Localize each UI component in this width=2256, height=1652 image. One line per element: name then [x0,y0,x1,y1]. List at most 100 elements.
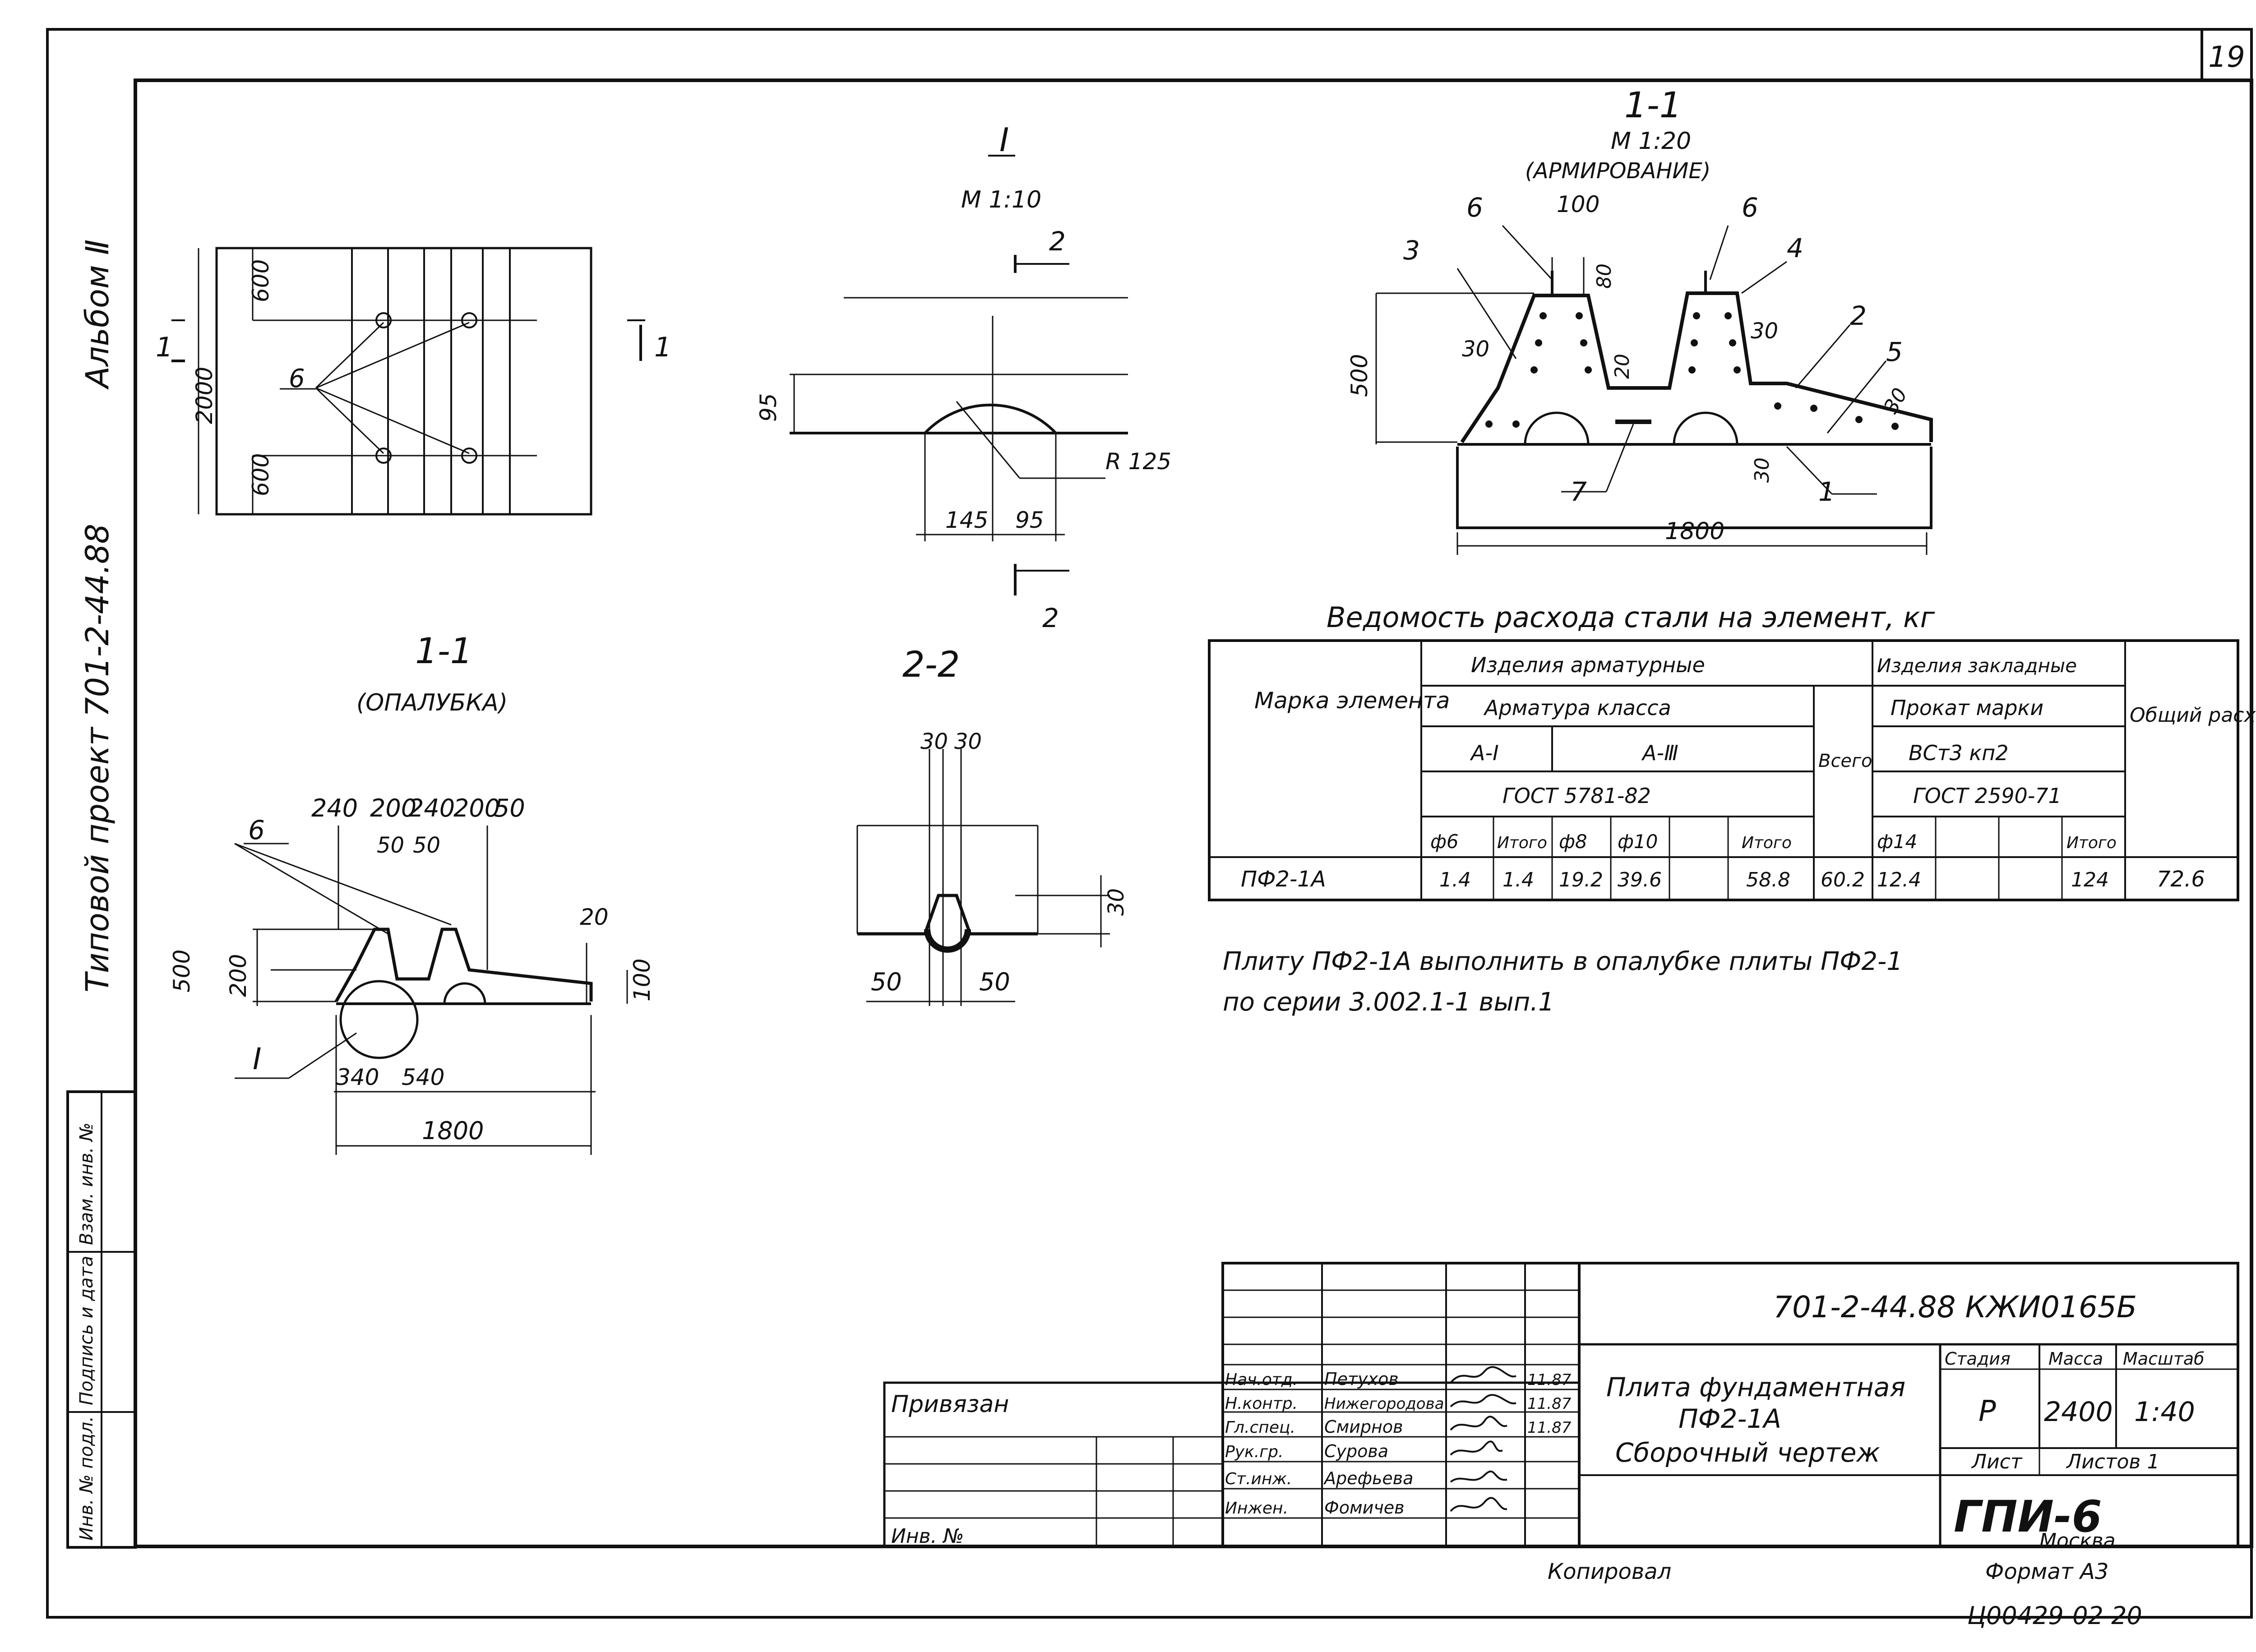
th-a3: А-Ⅲ [1641,741,1678,765]
form-dim-340: 340 [336,1064,379,1090]
reinf-dim-30b: 30 [1462,337,1489,362]
th-total: Общий расход [2130,704,2256,727]
left-stamp: Инв. № подл. Подпись и дата Взам. инв. № [66,1090,137,1549]
album-label: Альбом Ⅱ [79,240,116,390]
tb-date-3: 11.87 [1527,1419,1572,1437]
plan-leader: 6 [289,364,305,393]
reinf-leader-5: 5 [1886,337,1903,367]
detail1-radius: R 125 [1105,448,1171,475]
td-f14: 12.4 [1877,868,1921,891]
th-prokat: Прокат марки [1891,696,2043,720]
reinf-leader-1: 1 [1818,476,1835,507]
form-dim-200: 200 [225,954,251,997]
tb-role-1: Нач.отд. [1225,1371,1298,1389]
td-f10: 39.6 [1618,868,1662,891]
th-armatura: Изделия арматурные [1471,653,1705,677]
detail1-scale: М 1:10 [961,186,1041,213]
reinf-leader-6a: 6 [1466,192,1483,223]
section-2-2: 2-2 30 30 30 50 50 [856,645,1129,1006]
form-callout-I: I [253,1042,261,1076]
form-dim-200b: 200 [453,794,500,822]
tb-mass: 2400 [2044,1396,2113,1428]
th-gost1: ГОСТ 5781-82 [1502,784,1651,808]
reinf-dim-500: 500 [1346,354,1373,397]
tb-scale-h: Масштаб [2123,1349,2205,1369]
td-itogo2: 58.8 [1746,868,1790,891]
plan-cut-right: 1 [654,332,671,363]
tb-stage-h: Стадия [1945,1349,2011,1369]
s22-dim-50b: 50 [979,968,1010,996]
detail1-dim-95v: 95 [755,393,781,422]
tb-date-1: 11.87 [1527,1371,1572,1389]
tb-name-p6: Фомичев [1324,1498,1405,1518]
stamp-cell-1: Инв. № подл. [76,1416,97,1541]
reinf-dim-100: 100 [1557,191,1600,217]
footer-id: Ц00429-02 20 [1967,1601,2142,1630]
reinf-title: 1-1 [1624,85,1682,126]
th-zaklad: Изделия закладные [1877,655,2077,677]
form-dim-540: 540 [402,1064,444,1090]
footer-copied: Копировал [1548,1559,1671,1584]
td-f6: 1.4 [1439,868,1471,891]
plan-dim-1: 600 [248,259,274,302]
th-col-1: ф6 [1430,831,1459,853]
reinf-dim-30d: 30 [1751,457,1774,483]
tb-date-2: 11.87 [1527,1395,1572,1413]
form-leader-6: 6 [248,815,265,845]
reinf-dim-80: 80 [1593,263,1616,289]
tb-scale: 1:40 [2134,1396,2195,1428]
table-title: Ведомость расхода стали на элемент, кг [1327,601,1935,634]
td-mark: ПФ2-1А [1241,867,1326,892]
note-line-2: по серии 3.002.1-1 вып.1 [1223,988,1554,1017]
s22-title: 2-2 [902,645,960,685]
tb-role-2: Н.контр. [1225,1394,1298,1413]
tb-name-p3: Смирнов [1324,1417,1403,1437]
title-block: 701-2-44.88 КЖИ0165Б Плита фундаментная … [883,1262,2239,1552]
td-itogo3: 124 [2071,868,2109,891]
form-dim-1800: 1800 [422,1117,484,1145]
th-col-7: ф14 [1877,831,1917,853]
section-formwork: 1-1 (ОПАЛУБКА) 240 200 240 200 50 50 50 … [169,631,655,1155]
signatures [1450,1366,1516,1512]
form-dim-50: 50 [494,794,525,822]
tb-sheet: Лист [1971,1450,2023,1473]
tb-sheets: Листов 1 [2066,1450,2159,1473]
th-mark: Марка элемента [1254,688,1450,714]
stamp-cell-2: Подпись и дата [76,1256,97,1405]
detail1-dim-95: 95 [1015,507,1044,533]
th-col-6: Итого [1742,834,1792,852]
th-st: ВСт3 кп2 [1909,741,2009,765]
tb-name-p5: Арефьева [1323,1468,1413,1488]
reinf-scale: М 1:20 [1611,128,1691,155]
td-total: 72.6 [2157,867,2205,892]
detail1-dim-145: 145 [945,507,988,533]
detail1-cut-bottom: 2 [1042,603,1059,633]
reinf-dim-1800: 1800 [1665,518,1724,545]
detail1-cut-top: 2 [1049,226,1066,257]
stamp-cell-3: Взам. инв. № [76,1122,97,1245]
sheet-number: 19 [2208,41,2245,74]
tb-org: ГПИ-6 [1954,1491,2102,1542]
form-subtitle: (ОПАЛУБКА) [356,689,508,716]
form-dim-50a: 50 [377,833,404,858]
tb-role-4: Рук.гр. [1225,1443,1283,1461]
td-f8: 19.2 [1559,868,1603,891]
form-dim-20: 20 [580,904,609,930]
form-dim-100: 100 [629,959,655,1001]
reinf-leader-7: 7 [1570,476,1587,507]
reinf-leader-4: 4 [1787,233,1803,263]
tb-privyazan: Привязан [891,1391,1009,1418]
tb-role-3: Гл.спец. [1225,1418,1295,1437]
project-title: Типовой проект 701-2-44.88 [79,524,116,992]
th-col-4: ф10 [1618,831,1658,853]
tb-mass-h: Масса [2048,1349,2103,1369]
plan-view: 6 600 2000 600 1 1 [156,247,671,516]
tb-name-p1: Петухов [1324,1369,1399,1389]
tb-city: Москва [2039,1529,2116,1552]
th-col-3: ф8 [1559,831,1587,853]
s22-dim-30b: 30 [954,729,982,754]
td-itogo1: 1.4 [1502,868,1534,891]
tb-inv: Инв. № [891,1525,964,1548]
reinf-leader-6b: 6 [1742,192,1758,223]
